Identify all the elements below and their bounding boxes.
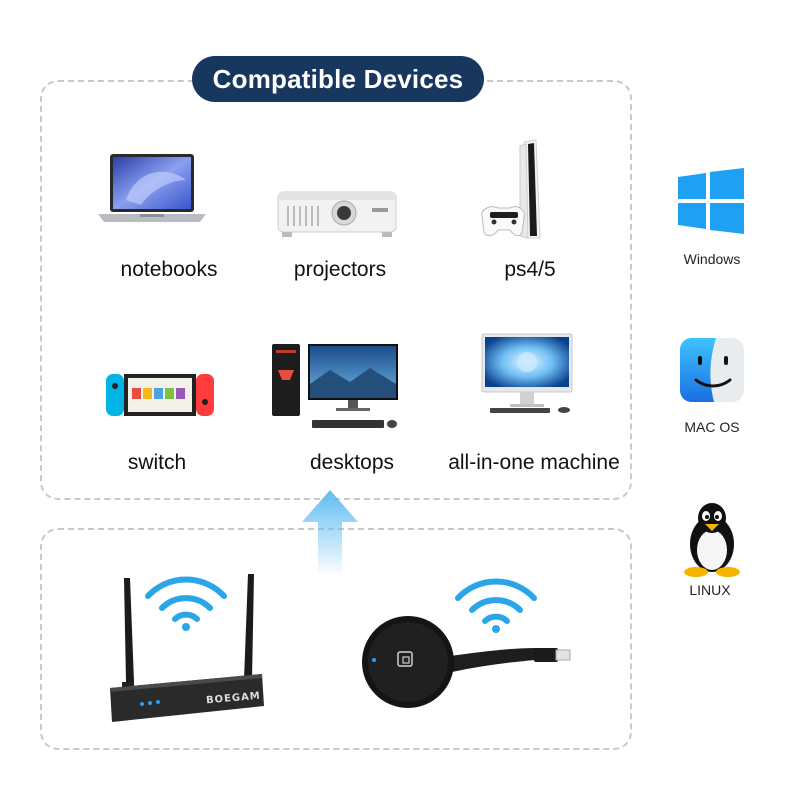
- device-label-all-in-one: all-in-one machine: [448, 451, 620, 474]
- page-title: Compatible Devices: [192, 56, 484, 102]
- playstation-icon: [481, 139, 541, 239]
- wifi-signal-icon-2: [455, 578, 537, 633]
- linux-tux-icon: [684, 503, 740, 577]
- upload-arrow-icon: [302, 490, 358, 572]
- windows-logo-icon: [678, 168, 744, 234]
- os-label-macos: MAC OS: [684, 419, 740, 435]
- laptop-icon: [98, 154, 206, 222]
- game-switch-icon: [106, 374, 214, 416]
- device-label-notebooks: notebooks: [120, 258, 218, 281]
- projector-icon: [277, 191, 397, 237]
- os-label-windows: Windows: [683, 251, 741, 267]
- os-label-linux: LINUX: [689, 582, 731, 598]
- mac-finder-icon: [680, 338, 744, 402]
- device-label-ps: ps4/5: [504, 258, 556, 281]
- device-label-desktops: desktops: [309, 451, 395, 474]
- desktop-pc-icon: [272, 344, 398, 428]
- wireless-receiver-icon: [110, 574, 264, 722]
- device-label-switch: switch: [127, 451, 187, 474]
- all-in-one-pc-icon: [481, 333, 573, 413]
- wifi-signal-icon: [145, 576, 227, 631]
- wireless-dongle-icon: [362, 616, 571, 708]
- device-label-projectors: projectors: [293, 258, 387, 281]
